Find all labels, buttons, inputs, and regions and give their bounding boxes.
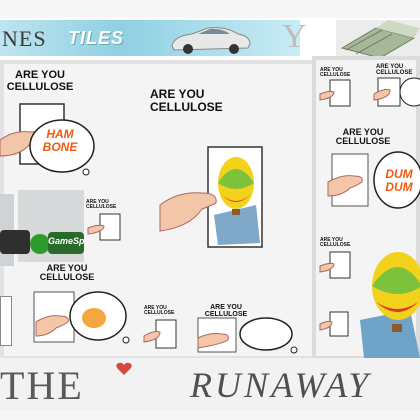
hand-holding-balloon-card (159, 146, 263, 248)
caption-right: ARE YOU CELLULOSE (335, 127, 391, 147)
gamespy-logo (0, 230, 84, 254)
speech-bubble-ham-bone (29, 119, 95, 176)
hot-air-balloon-picture (360, 252, 420, 358)
caption-bottom-left: ARE YOU CELLULOSE (39, 263, 95, 283)
right-hand-card-bubble (373, 77, 420, 107)
heart-icon (116, 362, 132, 375)
right-small-card-b (319, 251, 351, 279)
banner-stripe (0, 20, 300, 56)
tile-roof-picture (336, 20, 420, 60)
footer-title-left: THE (0, 363, 84, 408)
car-icon (171, 27, 251, 54)
bubble-text-ham-bone: HAM BONE (42, 127, 78, 155)
bubble-text-dum-dum: DUM DUM (385, 167, 413, 195)
bottom-left-white-card (0, 296, 12, 346)
caption-main: ARE YOU CELLULOSE (150, 87, 223, 114)
caption-bottom-mid: ARE YOU CELLULOSE (204, 304, 248, 319)
caption-left: ARE YOU CELLULOSE (6, 69, 74, 93)
banner-title-left: NES (2, 26, 47, 51)
caption-right-small: ARE YOU CELLULOSE (320, 237, 351, 249)
hand-card-dum-dum-bubble (327, 151, 420, 209)
hand-holding-empty-bubble (197, 317, 298, 354)
caption-small-tr: ARE YOU CELLULOSE (376, 64, 413, 77)
caption-tiny-b: ARE YOU CELLULOSE (320, 67, 351, 79)
tiny-hand-card (143, 319, 177, 349)
banner-title-tiles: TILES (68, 28, 125, 48)
gamespy-logo-text: GameSpy (48, 236, 90, 246)
caption-tiny-a: ARE YOU CELLULOSE (144, 305, 175, 317)
right-small-card-c (319, 311, 349, 337)
right-small-card-a (319, 79, 351, 107)
hand-holding-bubble-pig (33, 291, 130, 344)
caption-small-tl: ARE YOU CELLULOSE (86, 199, 117, 211)
bottom-title-bar (0, 358, 420, 410)
banner-letter-y: Y (282, 18, 307, 55)
small-card-icon (87, 213, 121, 241)
footer-title-right: RUNAWAY (190, 365, 372, 405)
